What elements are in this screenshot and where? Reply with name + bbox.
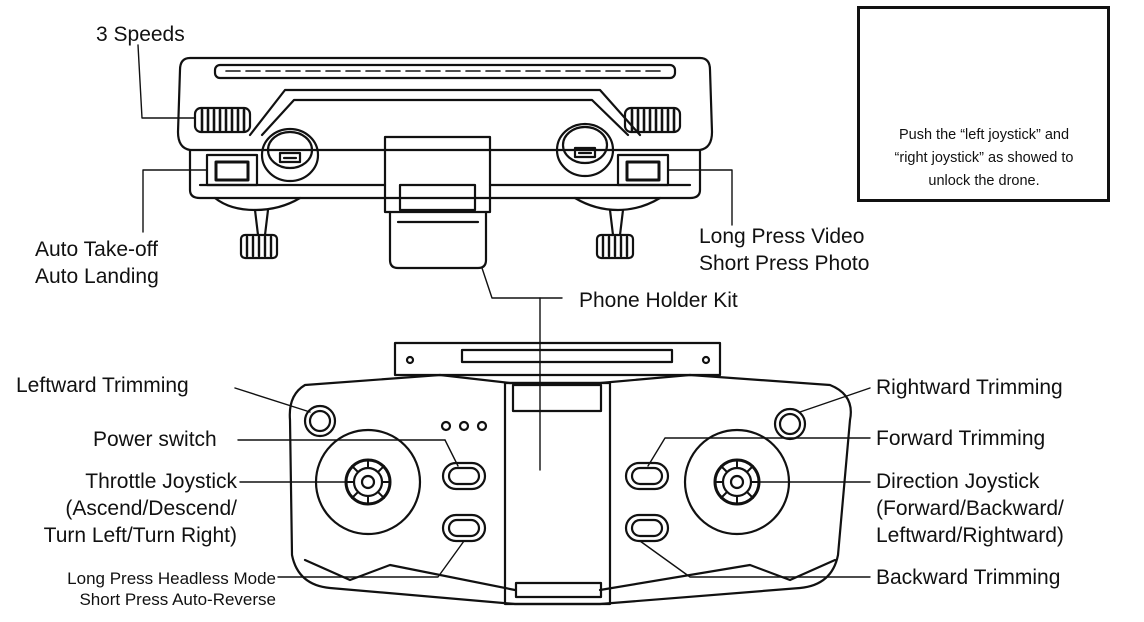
label-direction-line1: Direction Joystick [876,470,1040,493]
speed-dial-right [623,106,682,134]
label-headless-mode: Long Press Headless Mode Short Press Aut… [8,568,276,610]
unlock-instruction-box [857,6,1110,202]
unlock-caption-line1: Push the “left joystick” and [898,127,1070,143]
label-leftward-trimming: Leftward Trimming [16,374,189,397]
takeoff-landing-button [205,153,259,187]
stick-tip-left [213,196,302,260]
label-direction-line2: (Forward/Backward/ [876,497,1064,520]
stick-tip-right [573,196,662,260]
label-long-press-headless: Long Press Headless Mode [67,569,276,588]
shoulder-knob-right [555,122,615,178]
label-direction-joystick: Direction Joystick (Forward/Backward/ Le… [876,468,1064,549]
label-rightward-trimming: Rightward Trimming [876,376,1063,399]
label-power-switch: Power switch [93,428,217,451]
throttle-joystick [314,428,422,536]
label-3-speeds: 3 Speeds [96,23,185,46]
power-switch-button [441,461,487,491]
forward-trim-button [624,461,670,491]
controller-top-view [176,56,714,270]
label-throttle-line1: Throttle Joystick [85,470,237,493]
controller-front-view [288,341,852,606]
label-forward-trimming: Forward Trimming [876,427,1046,450]
shoulder-knob-left [260,127,320,183]
speed-dial-left [193,106,252,134]
label-throttle-joystick: Throttle Joystick (Ascend/Descend/ Turn … [10,468,237,549]
label-auto-takeoff-landing: Auto Take-off Auto Landing [35,236,159,290]
label-long-press-video: Long Press Video [699,225,865,248]
label-short-press-photo: Short Press Photo [699,252,870,275]
label-auto-landing: Auto Landing [35,265,159,288]
rightward-trim-button [773,407,807,441]
label-video-photo: Long Press Video Short Press Photo [699,223,869,277]
unlock-caption-line3: unlock the drone. [928,173,1040,189]
leftward-trim-button [303,404,337,438]
label-backward-trimming: Backward Trimming [876,566,1061,589]
status-leds [440,420,488,432]
photo-video-button [616,153,670,187]
label-phone-holder-kit: Phone Holder Kit [579,289,738,312]
label-direction-line3: Leftward/Rightward) [876,524,1064,547]
label-short-press-auto-reverse: Short Press Auto-Reverse [79,590,276,609]
label-throttle-line2: (Ascend/Descend/ [65,497,237,520]
headless-mode-button [441,513,487,543]
backward-trim-button [624,513,670,543]
label-auto-takeoff: Auto Take-off [35,238,158,261]
leader-lines [137,44,871,578]
label-throttle-line3: Turn Left/Turn Right) [43,524,237,547]
phone-holder-clamp [383,135,492,270]
unlock-caption: Push the “left joystick” and “right joys… [860,124,1108,193]
unlock-caption-line2: “right joystick” as showed to [894,150,1074,166]
